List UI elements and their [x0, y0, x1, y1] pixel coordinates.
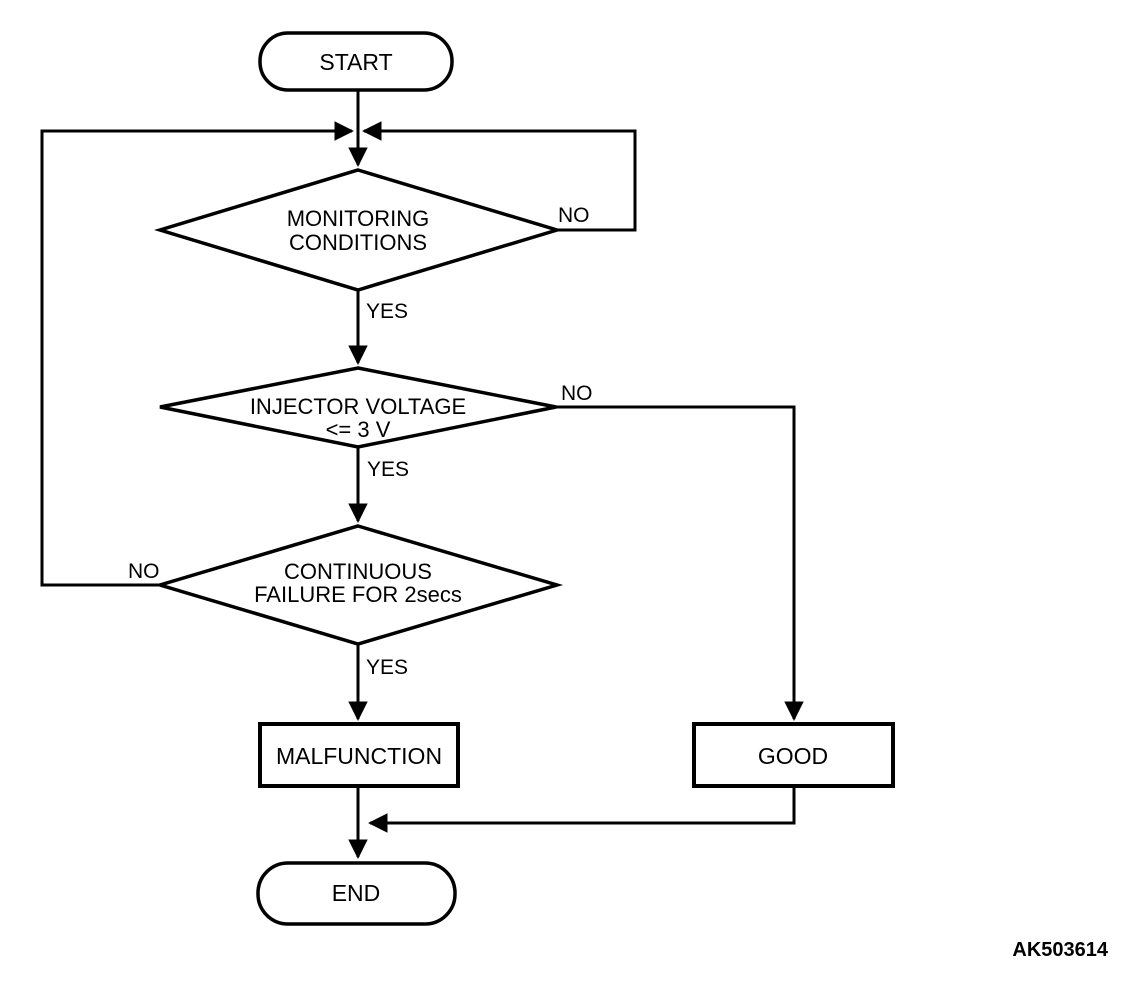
nodes-group: START MONITORING CONDITIONS INJECTOR VOL… — [153, 31, 895, 926]
continuous-diamond-shape — [153, 524, 564, 646]
node-good: GOOD — [692, 722, 895, 788]
edge-monitoring-no-loop — [362, 121, 637, 232]
node-end: END — [256, 861, 457, 926]
edge-label-monitoring-yes: YES — [366, 300, 408, 323]
node-continuous-decision: CONTINUOUS FAILURE FOR 2secs — [153, 524, 564, 646]
good-process-shape — [692, 722, 895, 788]
edge-label-injector-no: NO — [561, 382, 593, 405]
node-injector-decision: INJECTOR VOLTAGE <= 3 V — [159, 366, 557, 449]
edge-label-injector-yes: YES — [367, 458, 409, 481]
edge-label-continuous-yes: YES — [366, 656, 408, 679]
node-start: START — [258, 31, 454, 92]
start-label: START — [319, 49, 392, 75]
edge-continuous-no-loop — [40, 121, 354, 587]
edges-group — [40, 90, 804, 859]
end-label: END — [332, 880, 381, 906]
injector-label-line2: <= 3 V — [326, 417, 391, 442]
node-malfunction: MALFUNCTION — [258, 722, 460, 788]
injector-label-line1: INJECTOR VOLTAGE — [250, 394, 466, 419]
continuous-label-line2: FAILURE FOR 2secs — [254, 582, 462, 607]
edge-label-continuous-no: NO — [128, 560, 160, 583]
edge-labels-group: NO YES NO YES NO YES — [128, 204, 593, 679]
malfunction-label: MALFUNCTION — [276, 743, 442, 769]
monitoring-label-line2: CONDITIONS — [289, 230, 427, 255]
figure-code: AK503614 — [1012, 939, 1109, 961]
end-terminator-shape — [256, 861, 457, 926]
edge-label-monitoring-no: NO — [558, 204, 590, 227]
edge-injector-no-to-good — [556, 405, 804, 721]
node-monitoring-decision: MONITORING CONDITIONS — [153, 168, 564, 292]
malfunction-process-shape — [258, 722, 460, 788]
monitoring-diamond-shape — [153, 168, 564, 292]
injector-diamond-shape — [159, 366, 557, 449]
good-label: GOOD — [758, 743, 828, 769]
edge-good-to-end — [368, 786, 796, 833]
monitoring-label-line1: MONITORING — [287, 206, 430, 231]
continuous-label-line1: CONTINUOUS — [284, 559, 432, 584]
start-terminator-shape — [258, 31, 454, 92]
